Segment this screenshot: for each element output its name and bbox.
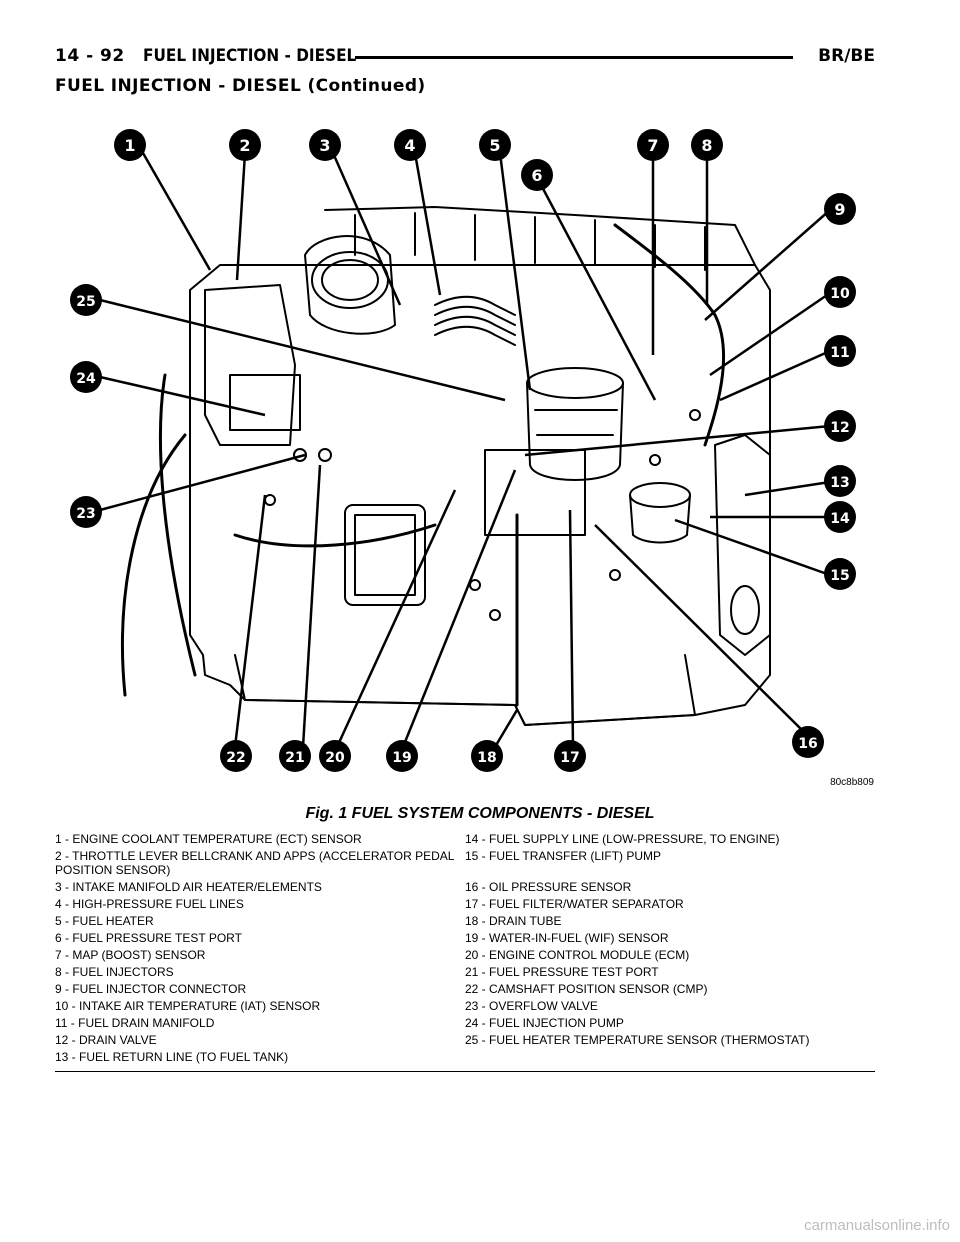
callout-6: 6 (521, 159, 553, 191)
legend-item: 22 - CAMSHAFT POSITION SENSOR (CMP) (465, 982, 708, 996)
callout-8: 8 (691, 129, 723, 161)
legend-item: 13 - FUEL RETURN LINE (TO FUEL TANK) (55, 1050, 289, 1064)
legend-item: 10 - INTAKE AIR TEMPERATURE (IAT) SENSOR (55, 999, 321, 1013)
callout-1: 1 (114, 129, 146, 161)
callout-18: 18 (471, 740, 503, 772)
callout-9: 9 (824, 193, 856, 225)
callout-11: 11 (824, 335, 856, 367)
legend-item: 20 - ENGINE CONTROL MODULE (ECM) (465, 948, 690, 962)
callout-markers: 1 2 3 4 5 6 7 8 9 10 11 12 13 14 15 16 1… (70, 129, 856, 772)
svg-text:5: 5 (489, 136, 500, 155)
figure-id: 80c8b809 (830, 777, 874, 788)
callout-19: 19 (386, 740, 418, 772)
svg-text:18: 18 (477, 750, 496, 766)
svg-text:8: 8 (701, 136, 712, 155)
callout-12: 12 (824, 410, 856, 442)
engine-drawing: 1 2 3 4 5 6 7 8 9 10 11 12 13 14 15 16 1… (70, 129, 856, 772)
legend-item: 9 - FUEL INJECTOR CONNECTOR (55, 982, 247, 996)
legend-item: 3 - INTAKE MANIFOLD AIR HEATER/ELEMENTS (55, 880, 322, 894)
callout-21: 21 (279, 740, 311, 772)
legend-item: 8 - FUEL INJECTORS (55, 965, 174, 979)
legend-item: 17 - FUEL FILTER/WATER SEPARATOR (465, 897, 684, 911)
svg-text:3: 3 (319, 136, 330, 155)
legend-item: 5 - FUEL HEATER (55, 914, 154, 928)
svg-text:2: 2 (239, 136, 250, 155)
legend-item: 2 - THROTTLE LEVER BELLCRANK AND APPS (A… (55, 849, 455, 877)
legend-item: 14 - FUEL SUPPLY LINE (LOW-PRESSURE, TO … (465, 832, 780, 846)
svg-text:17: 17 (560, 750, 579, 766)
callout-20: 20 (319, 740, 351, 772)
svg-text:12: 12 (830, 420, 849, 436)
callout-5: 5 (479, 129, 511, 161)
callout-4: 4 (394, 129, 426, 161)
leader-lines (99, 152, 831, 748)
svg-text:22: 22 (226, 750, 245, 766)
section-title: FUEL INJECTION - DIESEL (143, 46, 357, 66)
svg-text:14: 14 (830, 511, 850, 527)
svg-text:20: 20 (325, 750, 345, 766)
legend-column-right: 14 - FUEL SUPPLY LINE (LOW-PRESSURE, TO … (465, 832, 865, 1050)
legend-item: 11 - FUEL DRAIN MANIFOLD (55, 1016, 215, 1030)
legend-item: 21 - FUEL PRESSURE TEST PORT (465, 965, 659, 979)
svg-text:11: 11 (830, 345, 849, 361)
legend-item: 15 - FUEL TRANSFER (LIFT) PUMP (465, 849, 662, 863)
engine-illustration: 1 2 3 4 5 6 7 8 9 10 11 12 13 14 15 16 1… (55, 115, 875, 795)
callout-25: 25 (70, 284, 102, 316)
svg-text:4: 4 (404, 136, 415, 155)
callout-2: 2 (229, 129, 261, 161)
legend-item: 25 - FUEL HEATER TEMPERATURE SENSOR (THE… (465, 1033, 810, 1047)
svg-text:15: 15 (830, 568, 849, 584)
callout-10: 10 (824, 276, 856, 308)
svg-text:23: 23 (76, 506, 95, 522)
legend-item: 19 - WATER-IN-FUEL (WIF) SENSOR (465, 931, 669, 945)
svg-text:7: 7 (647, 136, 658, 155)
callout-24: 24 (70, 361, 102, 393)
legend-item: 4 - HIGH-PRESSURE FUEL LINES (55, 897, 244, 911)
callout-13: 13 (824, 465, 856, 497)
callout-23: 23 (70, 496, 102, 528)
legend-item: 7 - MAP (BOOST) SENSOR (55, 948, 206, 962)
svg-text:16: 16 (798, 736, 817, 752)
figure-caption: Fig. 1 FUEL SYSTEM COMPONENTS - DIESEL (305, 805, 655, 822)
callout-15: 15 (824, 558, 856, 590)
svg-text:19: 19 (392, 750, 411, 766)
legend-item: 23 - OVERFLOW VALVE (465, 999, 598, 1013)
svg-text:21: 21 (285, 750, 304, 766)
legend-item: 18 - DRAIN TUBE (465, 914, 562, 928)
svg-text:25: 25 (76, 294, 95, 310)
svg-text:24: 24 (76, 371, 96, 387)
svg-text:6: 6 (531, 166, 542, 185)
legend-item: 16 - OIL PRESSURE SENSOR (465, 880, 632, 894)
header-rule (355, 56, 793, 59)
callout-14: 14 (824, 501, 856, 533)
callout-7: 7 (637, 129, 669, 161)
legend-item: 1 - ENGINE COOLANT TEMPERATURE (ECT) SEN… (55, 832, 362, 846)
svg-text:9: 9 (834, 200, 845, 219)
legend-item: 12 - DRAIN VALVE (55, 1033, 157, 1047)
page-header: 14 - 92 FUEL INJECTION - DIESEL BR/BE (55, 44, 875, 74)
legend-column-left: 1 - ENGINE COOLANT TEMPERATURE (ECT) SEN… (55, 832, 455, 1067)
model-code: BR/BE (818, 46, 875, 66)
page-subtitle: FUEL INJECTION - DIESEL (Continued) (55, 76, 426, 96)
svg-text:1: 1 (124, 136, 135, 155)
legend-item: 6 - FUEL PRESSURE TEST PORT (55, 931, 242, 945)
callout-22: 22 (220, 740, 252, 772)
page-number: 14 - 92 (55, 46, 125, 66)
legend-item: 24 - FUEL INJECTION PUMP (465, 1016, 624, 1030)
callout-17: 17 (554, 740, 586, 772)
watermark: carmanualsonline.info (804, 1217, 950, 1234)
callout-3: 3 (309, 129, 341, 161)
bottom-rule (55, 1071, 875, 1072)
svg-text:13: 13 (830, 475, 849, 491)
svg-text:10: 10 (830, 286, 850, 302)
callout-16: 16 (792, 726, 824, 758)
